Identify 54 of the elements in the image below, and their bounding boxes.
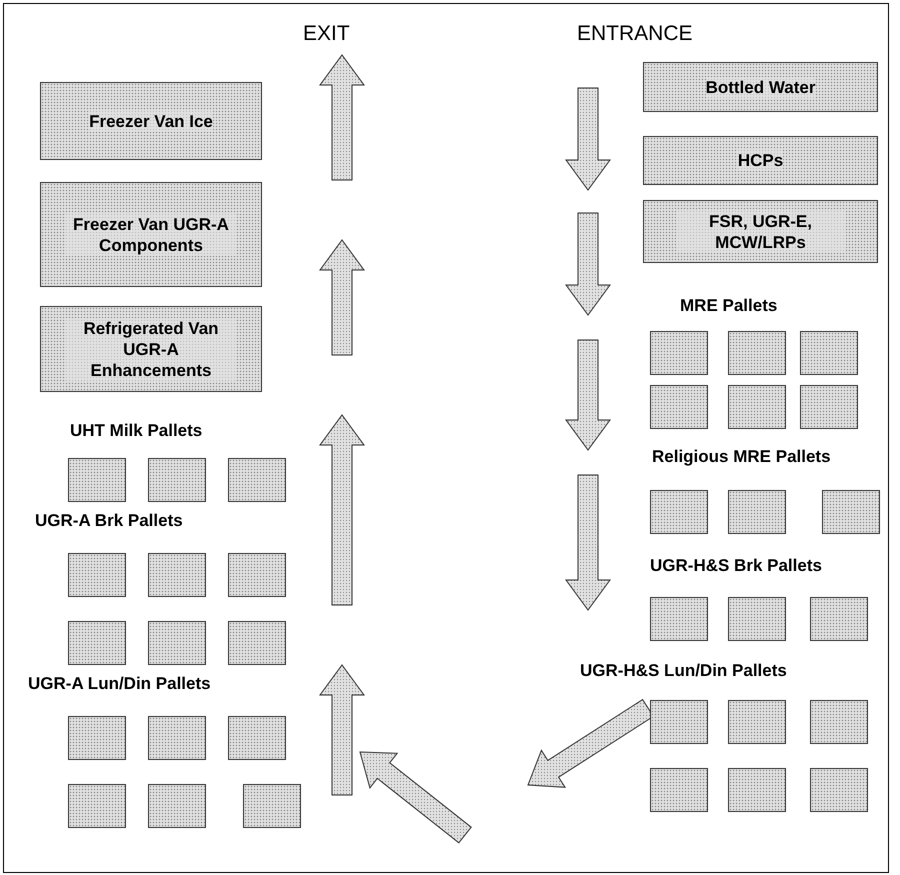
pallet-box: [68, 716, 126, 760]
pallet-box: [148, 621, 206, 665]
section-label: UGR-H&S Lun/Din Pallets: [580, 661, 787, 681]
section-label: UHT Milk Pallets: [70, 421, 202, 441]
pallet-box: [650, 768, 708, 812]
pallet-box: [800, 385, 858, 429]
storage-area-box: [40, 82, 262, 160]
area-label: Bottled Water: [706, 76, 816, 98]
pallet-box: [68, 458, 126, 502]
pallet-box: [650, 331, 708, 375]
pallet-box: [228, 716, 286, 760]
area-label: Refrigerated Van UGR-A Enhancements: [66, 318, 236, 380]
section-label: UGR-A Lun/Din Pallets: [28, 674, 211, 694]
pallet-box: [228, 621, 286, 665]
pallet-box: [800, 331, 858, 375]
area-label: FSR, UGR-E, MCW/LRPs: [676, 210, 846, 252]
area-label: Freezer Van UGR-A Components: [66, 214, 236, 256]
area-label: Freezer Van Ice: [89, 110, 213, 132]
storage-area-box: [643, 62, 878, 112]
pallet-box: [728, 700, 786, 744]
pallet-box: [68, 784, 126, 828]
section-label: UGR-A Brk Pallets: [35, 511, 183, 531]
pallet-box: [650, 385, 708, 429]
storage-area-box: [40, 306, 262, 392]
section-label: MRE Pallets: [680, 296, 778, 316]
section-label: UGR-H&S Brk Pallets: [650, 556, 822, 576]
storage-area-box: [643, 136, 878, 185]
pallet-box: [148, 553, 206, 597]
pallet-box: [228, 553, 286, 597]
pallet-box: [68, 553, 126, 597]
pallet-box: [68, 621, 126, 665]
storage-area-box: [40, 182, 262, 287]
pallet-box: [650, 490, 708, 534]
pallet-box: [728, 768, 786, 812]
pallet-box: [148, 716, 206, 760]
pallet-box: [148, 458, 206, 502]
pallet-box: [243, 784, 301, 828]
pallet-box: [650, 700, 708, 744]
pallet-box: [228, 458, 286, 502]
pallet-box: [810, 597, 868, 641]
section-label: Religious MRE Pallets: [652, 447, 831, 467]
storage-area-box: [643, 200, 878, 263]
heading: EXIT: [303, 22, 350, 46]
area-label: HCPs: [738, 150, 784, 171]
pallet-box: [810, 768, 868, 812]
pallet-box: [822, 490, 880, 534]
heading: ENTRANCE: [577, 22, 693, 46]
pallet-box: [728, 385, 786, 429]
pallet-box: [728, 597, 786, 641]
pallet-box: [810, 700, 868, 744]
pallet-box: [148, 784, 206, 828]
pallet-box: [728, 490, 786, 534]
pallet-box: [728, 331, 786, 375]
pallet-box: [650, 597, 708, 641]
